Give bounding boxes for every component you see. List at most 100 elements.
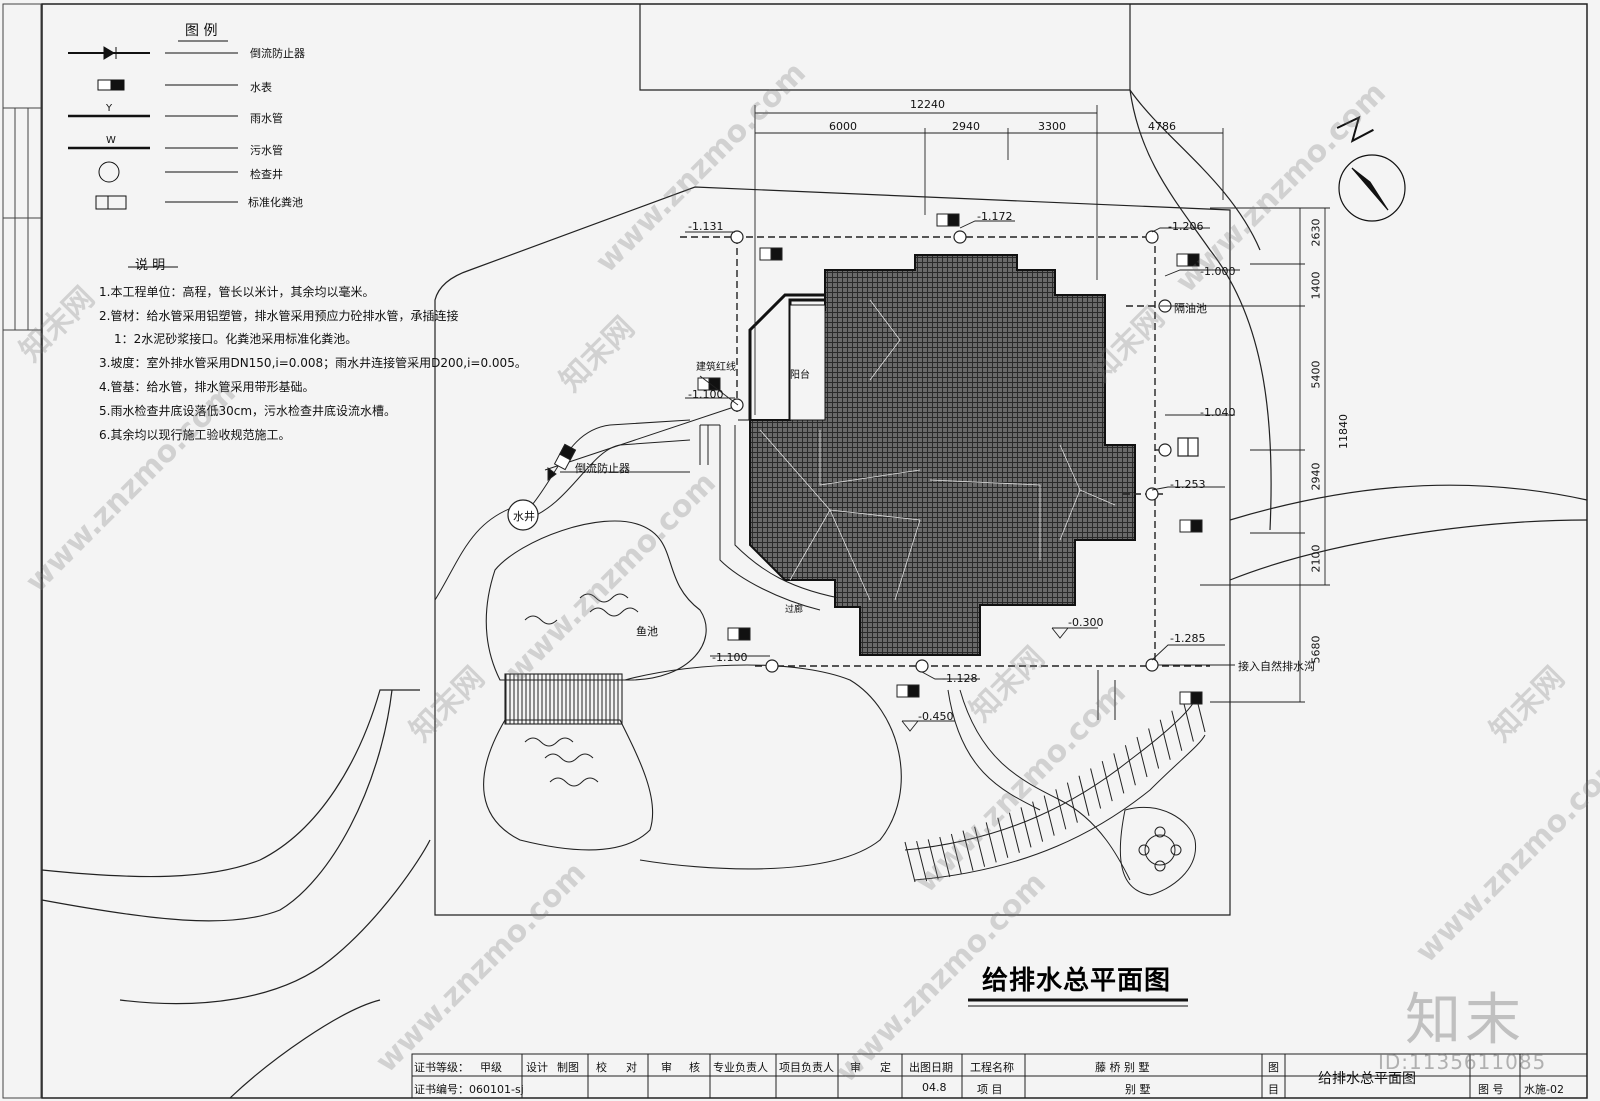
pergola-slat <box>1148 728 1160 769</box>
note-line-7: 6.其余均以现行施工验收规范施工。 <box>99 428 291 442</box>
role-approve-1: 审 <box>850 1061 861 1074</box>
figure-label-1: 图 <box>1268 1061 1279 1074</box>
north-arrow-icon <box>1336 115 1406 222</box>
pergola-slat <box>950 833 962 875</box>
item-label: 项 目 <box>977 1083 1003 1096</box>
label-outfall: 接入自然排水沟 <box>1238 660 1315 673</box>
label-corridor: 过廊 <box>785 605 804 615</box>
dim-right-seg-2: 1400 <box>1309 271 1323 300</box>
project-name-label: 工程名称 <box>970 1061 1014 1074</box>
drawing-title: 给排水总平面图 <box>982 966 1172 996</box>
pergola-slat <box>1159 719 1171 760</box>
villa-building <box>699 254 1136 656</box>
id-mark: ID:1135611085 <box>1378 1050 1547 1074</box>
cert-number: 证书编号：060101-sj <box>414 1083 524 1096</box>
pergola-slat <box>1008 812 1020 853</box>
fish-pond <box>483 520 902 870</box>
legend-symbols <box>68 40 238 268</box>
elev-label: -1.172 <box>977 210 1013 223</box>
cert-grade-label: 证书等级： <box>414 1061 469 1074</box>
pond-waves <box>524 593 639 787</box>
pergola-slat <box>1101 760 1113 802</box>
pergola-slat <box>1136 736 1148 778</box>
pergola-slat <box>1055 789 1067 830</box>
legend-label-inspection-well: 检查井 <box>250 168 283 181</box>
date-label: 出图日期 <box>909 1061 953 1074</box>
pergola-slat <box>1020 807 1032 848</box>
pergola-slat <box>916 841 928 882</box>
item-name: 别 墅 <box>1125 1083 1151 1096</box>
water-meters <box>547 213 1203 705</box>
label-red-line: 建筑红线 <box>696 362 736 373</box>
legend-mark-sewage: W <box>106 135 116 146</box>
dim-right-seg-4: 2940 <box>1309 462 1323 491</box>
pergola-slat <box>1171 710 1183 751</box>
label-balcony: 阳台 <box>790 370 810 381</box>
figure-number-label: 图 号 <box>1478 1083 1504 1096</box>
legend-label-rain-pipe: 雨水管 <box>250 112 283 125</box>
role-check-2: 对 <box>626 1061 637 1074</box>
role-review-2: 核 <box>689 1061 700 1074</box>
role-check-1: 校 <box>596 1061 607 1074</box>
note-line-3: 1：2水泥砂浆接口。化粪池采用标准化粪池。 <box>114 332 358 346</box>
note-line-1: 1.本工程单位：高程，管长以米计，其余均以毫米。 <box>99 285 375 299</box>
elev-label: -1.253 <box>1170 478 1206 491</box>
pergola-slat <box>939 836 951 878</box>
elev-label: -1.206 <box>1168 220 1204 233</box>
note-line-5: 4.管基：给水管，排水管采用带形基础。 <box>99 380 315 394</box>
dimension-lines <box>754 105 1330 703</box>
dim-top-seg-3: 3300 <box>1038 120 1066 133</box>
label-backflow: 倒流防止器 <box>575 462 630 475</box>
pergola-slats <box>904 691 1206 883</box>
title-block-grid <box>411 1053 1588 1099</box>
dim-top-seg-1: 6000 <box>829 120 857 133</box>
note-line-2: 2.管材：给水管采用铝塑管，排水管采用预应力砼排水管，承插连接 <box>99 309 459 323</box>
elev-label: -1.131 <box>688 220 724 233</box>
label-well: 水井 <box>513 510 535 523</box>
elev-label: -1.285 <box>1170 632 1206 645</box>
pergola-slat <box>1043 795 1055 836</box>
pergola-slat <box>1078 775 1090 816</box>
pergola-slat <box>1066 782 1078 823</box>
role-review-1: 审 <box>661 1061 672 1074</box>
pergola-slat <box>962 830 974 871</box>
pergola-slat <box>1182 701 1194 742</box>
note-line-4: 3.坡度：室外排水管采用DN150,i=0.008；雨水井连接管采用D200,i… <box>99 356 527 370</box>
role-approve-2: 定 <box>880 1061 891 1074</box>
label-oil-trap: 隔油池 <box>1174 302 1207 315</box>
inspection-wells <box>507 230 1199 673</box>
project-name: 藤 桥 别 墅 <box>1095 1061 1150 1074</box>
label-fish-pond: 鱼池 <box>636 625 658 638</box>
logo: 知末 <box>1405 988 1525 1053</box>
figure-number: 水施-02 <box>1524 1083 1564 1096</box>
pergola-slat <box>927 839 939 880</box>
role-drafting: 制图 <box>557 1061 579 1074</box>
elev-label: -1.000 <box>1200 265 1236 278</box>
pergola-slat <box>1090 768 1102 809</box>
cert-grade: 甲级 <box>480 1061 502 1074</box>
legend-mark-rain: Y <box>106 103 113 114</box>
legend-label-meter: 水表 <box>250 81 272 94</box>
elev-label: -0.300 <box>1068 616 1104 629</box>
legend-label-backflow: 倒流防止器 <box>250 47 305 60</box>
elev-label: -1.100 <box>712 651 748 664</box>
dim-top-right: 4786 <box>1148 120 1176 133</box>
elev-label: -0.450 <box>918 710 954 723</box>
pergola-slat <box>985 822 997 863</box>
dim-right-seg-3: 5400 <box>1309 360 1323 389</box>
pergola-slat <box>1032 801 1044 842</box>
sheet-title: 给排水总平面图 <box>1318 1071 1416 1087</box>
pergola-slat <box>974 826 986 867</box>
elev-label: -1.040 <box>1200 406 1236 419</box>
role-project-lead: 项目负责人 <box>779 1061 834 1074</box>
notes-title: 说 明 <box>135 258 166 273</box>
legend-label-sewage-pipe: 污水管 <box>250 144 283 157</box>
dim-right-seg-1: 2630 <box>1309 218 1323 247</box>
note-line-6: 5.雨水检查井底设落低30cm，污水检查井底设流水槽。 <box>99 404 397 418</box>
role-design: 设计 <box>526 1061 548 1074</box>
pergola-slat <box>1113 753 1125 794</box>
dim-right-total: 11840 <box>1337 414 1350 449</box>
dim-top-total: 12240 <box>910 98 945 111</box>
